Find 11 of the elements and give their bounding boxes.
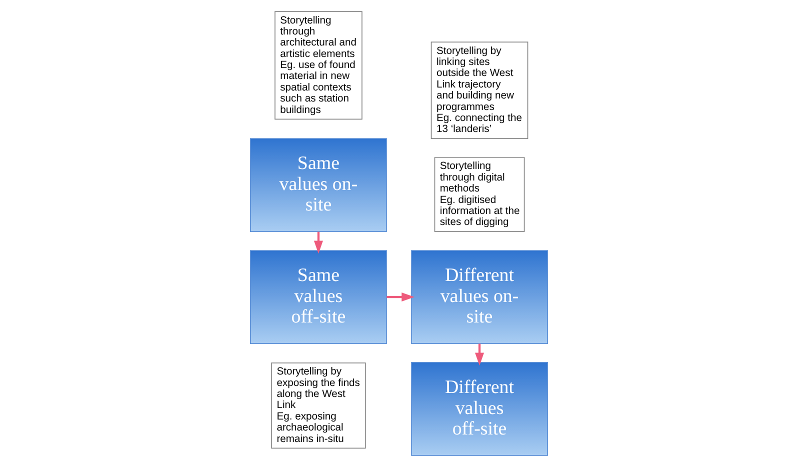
node-box: Same values on-site: [250, 138, 386, 232]
node-box: Storytelling by exposing the finds along the West Link Eg. exposing archaeological remains in-situ: [270, 362, 366, 449]
node-box: Storytelling through digital methods Eg. digitised information at the sites of digging: [434, 157, 524, 232]
arrow: [313, 232, 323, 254]
node-box: Storytelling through architectural and artistic elements Eg. use of found material in new spatial contexts such as station buildings: [274, 11, 362, 120]
node-box: Storytelling by linking sites outside the West Link trajectory and building new programmes Eg. connecting the 13 ‘landeris’: [430, 42, 528, 139]
node-box: Same values off-site: [250, 250, 386, 344]
arrow: [474, 344, 484, 366]
arrow: [386, 292, 414, 302]
node-box: Different values on-site: [410, 250, 548, 344]
node-box: Different values off-site: [410, 362, 548, 456]
